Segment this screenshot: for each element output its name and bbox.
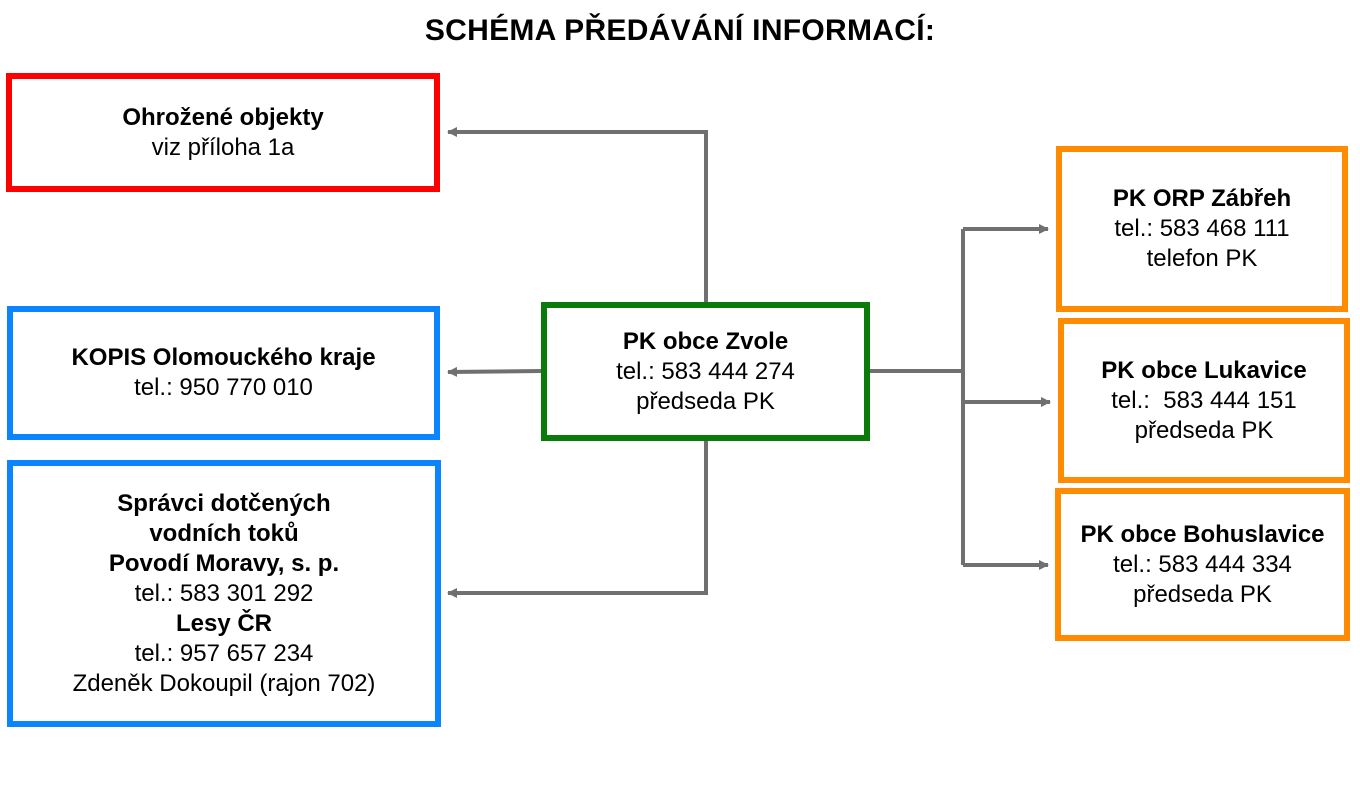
kopis-box: KOPIS Olomouckého kraje tel.: 950 770 01… <box>7 306 440 440</box>
threatened-objects-box: Ohrožené objekty viz příloha 1a <box>6 73 440 192</box>
center-pk-zvole-phone: tel.: 583 444 274 <box>616 357 795 385</box>
orp-zabreh-role: telefon PK <box>1146 245 1258 272</box>
diagram-title: SCHÉMA PŘEDÁVÁNÍ INFORMACÍ: <box>424 14 936 47</box>
arrow-to-water-managers <box>447 439 708 598</box>
kopis-title: KOPIS Olomouckého kraje <box>71 344 376 371</box>
lesy-cr-name: Lesy ČR <box>175 609 273 637</box>
lukavice-title: PK obce Lukavice <box>1101 356 1307 384</box>
kopis-phone: tel.: 950 770 010 <box>134 374 313 401</box>
center-pk-zvole-box: PK obce Zvole tel.: 583 444 274 předseda… <box>541 302 870 441</box>
orp-zabreh-box: PK ORP Zábřeh tel.: 583 468 111 telefon … <box>1056 146 1348 312</box>
orp-zabreh-phone: tel.: 583 468 111 <box>1114 215 1290 242</box>
bohuslavice-role: předseda PK <box>1133 580 1272 608</box>
water-managers-heading-2: vodních toků <box>149 519 299 547</box>
water-managers-heading-1: Správci dotčených <box>117 489 331 517</box>
lukavice-box: PK obce Lukavice tel.: 583 444 151 předs… <box>1058 318 1350 483</box>
bohuslavice-box: PK obce Bohuslavice tel.: 583 444 334 př… <box>1055 488 1350 641</box>
povodi-moravy-name: Povodí Moravy, s. p. <box>108 549 340 577</box>
center-pk-zvole-role: předseda PK <box>636 387 775 415</box>
lukavice-role: předseda PK <box>1134 416 1274 444</box>
orp-zabreh-title: PK ORP Zábřeh <box>1112 185 1292 212</box>
bohuslavice-title: PK obce Bohuslavice <box>1080 520 1325 548</box>
arrow-to-kopis <box>447 366 543 377</box>
lesy-cr-phone: tel.: 957 657 234 <box>134 639 314 667</box>
threatened-objects-title: Ohrožené objekty <box>122 103 324 131</box>
bohuslavice-phone: tel.: 583 444 334 <box>1113 550 1292 578</box>
arrow-to-threatened-objects <box>447 127 708 304</box>
center-pk-zvole-title: PK obce Zvole <box>622 327 789 355</box>
povodi-moravy-phone: tel.: 583 301 292 <box>134 579 314 607</box>
water-managers-box: Správci dotčených vodních toků Povodí Mo… <box>7 460 441 727</box>
lesy-cr-contact: Zdeněk Dokoupil (rajon 702) <box>72 669 376 697</box>
lukavice-phone: tel.: 583 444 151 <box>1111 386 1297 414</box>
threatened-objects-note: viz příloha 1a <box>151 133 295 161</box>
